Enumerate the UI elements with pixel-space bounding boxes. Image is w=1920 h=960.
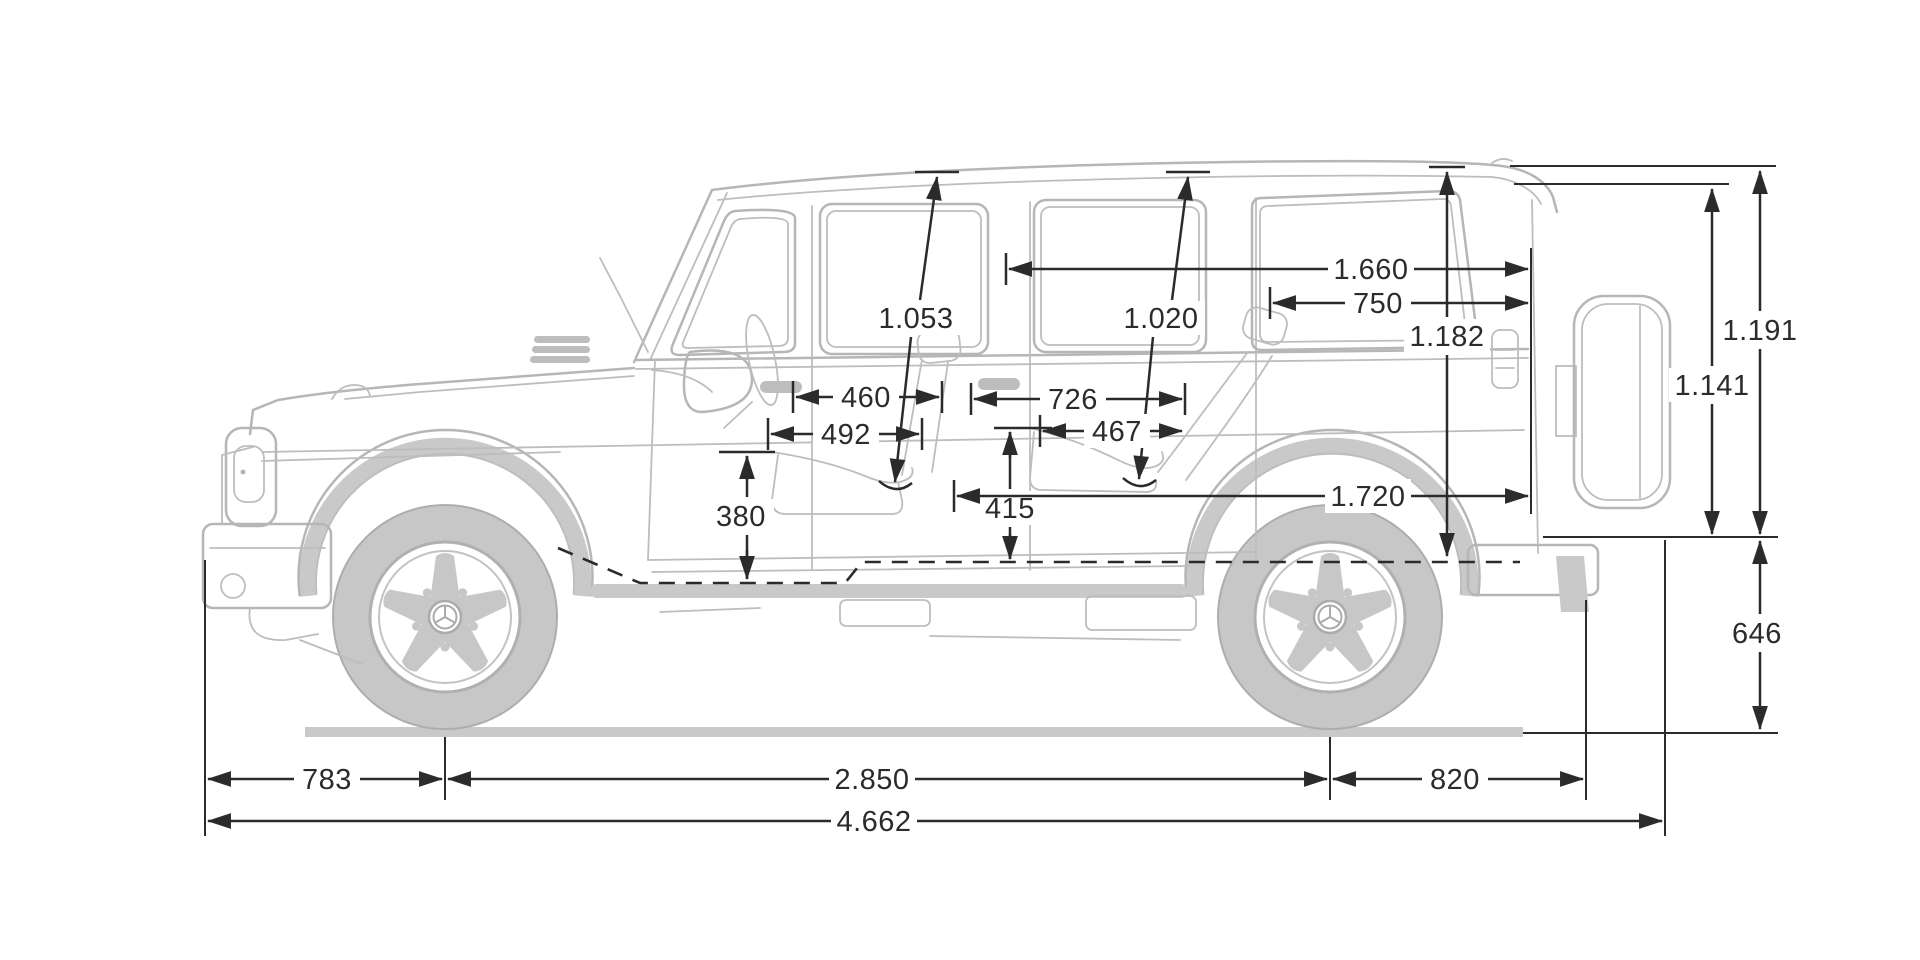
dim-label-load-compartment-height: 1.182 [1409, 321, 1484, 353]
fender-louvers [530, 336, 590, 363]
front-fender-flare [297, 428, 594, 597]
spare-wheel-bracket [1555, 365, 1577, 437]
dim-load-height-min: 1.141 [1514, 183, 1755, 536]
dim-front-overhang: 783 [206, 762, 444, 796]
dim-label-overall-length: 4.662 [836, 806, 911, 838]
spare-wheel [1572, 294, 1672, 510]
dim-label-seat-width-front: 492 [821, 419, 871, 451]
extension-lines [204, 248, 1778, 836]
dim-load-length-to-rear-seat: 750 [1268, 286, 1530, 320]
tail-lamp [1491, 329, 1519, 389]
door-mirror [682, 349, 754, 414]
dim-rear-overhang: 820 [1331, 762, 1585, 796]
dim-overall-length: 4.662 [206, 804, 1664, 838]
dim-label-rear-overhang: 820 [1430, 764, 1480, 796]
dim-headroom-front: 1.053 [873, 170, 961, 491]
floor-reference-dashed [557, 546, 1520, 585]
dim-label-load-sill-height: 646 [1732, 618, 1782, 650]
rear-fender-flare [1184, 428, 1481, 597]
underbody [659, 595, 1197, 641]
front-door-window [670, 208, 797, 357]
dim-label-seat-height-rear: 415 [985, 493, 1035, 525]
dim-load-sill-height: 646 [1724, 539, 1790, 731]
steering-wheel [745, 314, 779, 406]
dim-label-load-floor-length: 1.720 [1330, 481, 1405, 513]
mud-flap [1556, 556, 1589, 612]
rear-wheel [1216, 503, 1444, 731]
fog-lamp [220, 573, 246, 599]
dim-seat-height-rear: 415 [977, 426, 1052, 561]
dimension-annotations: 1.053 1.020 460 492 [204, 165, 1803, 838]
dim-load-floor-length: 1.720 [952, 479, 1530, 513]
door-handle-front [760, 381, 802, 393]
dim-label-load-height-min: 1.141 [1674, 370, 1749, 402]
ground-line [305, 727, 1523, 737]
dim-load-compartment-height: 1.182 [1404, 165, 1490, 558]
windshield [599, 188, 728, 364]
dim-label-load-length-to-rear-seat: 750 [1353, 288, 1403, 320]
rear-end [1466, 294, 1672, 612]
rear-bumper [1466, 543, 1600, 597]
dim-load-length-upper: 1.660 [1004, 252, 1530, 286]
dim-label-load-height-max: 1.191 [1722, 315, 1797, 347]
front-bumper [201, 522, 333, 610]
dim-label-headroom-front: 1.053 [878, 303, 953, 335]
roof [710, 158, 1559, 214]
turn-signal [331, 384, 371, 400]
door-handle-rear [978, 378, 1020, 390]
front-end [201, 426, 363, 665]
tow-hook [248, 607, 363, 665]
dim-label-seat-height-front: 380 [716, 501, 766, 533]
dim-legroom-rear: 726 [969, 382, 1187, 416]
front-wheel [331, 503, 559, 731]
dim-seat-depth-front: 460 [791, 380, 944, 414]
dim-label-wheelbase: 2.850 [834, 764, 909, 796]
rear-seat [1029, 306, 1288, 493]
dim-load-height-max: 1.191 [1510, 165, 1803, 536]
dim-label-seat-depth-front: 460 [841, 382, 891, 414]
dim-wheelbase: 2.850 [446, 762, 1329, 796]
running-board [590, 584, 1188, 598]
dim-label-seat-depth-rear: 467 [1092, 416, 1142, 448]
dim-label-front-overhang: 783 [302, 764, 352, 796]
body-side [530, 197, 1539, 598]
dim-seat-width-front: 492 [766, 417, 924, 451]
dim-label-headroom-rear: 1.020 [1123, 303, 1198, 335]
dim-label-load-length-upper: 1.660 [1333, 254, 1408, 286]
dim-seat-depth-rear: 467 [1038, 414, 1184, 448]
rear-door-window [818, 202, 990, 356]
headlight [224, 426, 278, 528]
dim-label-legroom-rear: 726 [1048, 384, 1098, 416]
vehicle-illustration [201, 158, 1672, 737]
dim-headroom-rear: 1.020 [1117, 170, 1210, 488]
dim-seat-height-front: 380 [708, 450, 775, 581]
